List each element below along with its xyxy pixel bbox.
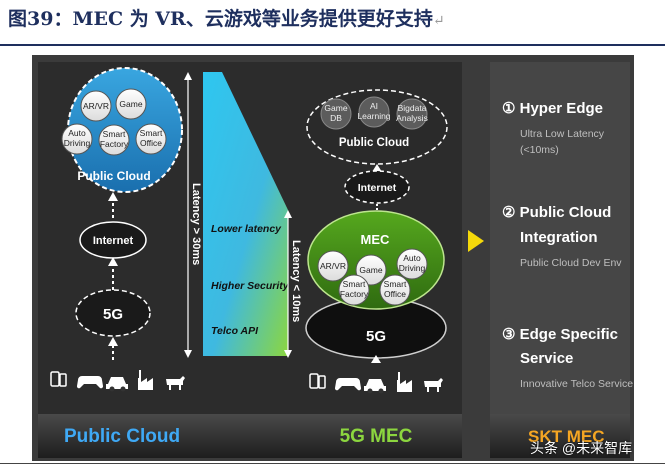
skt-item-1-sub-1: Ultra Low Latency [520, 128, 605, 140]
footer-bar-right [490, 414, 630, 458]
svg-text:Factory: Factory [340, 289, 369, 299]
factory-icon [138, 370, 153, 390]
left-internet-label: Internet [93, 235, 134, 247]
svg-text:Smart: Smart [384, 279, 407, 289]
svg-text:Auto: Auto [403, 253, 421, 263]
middle-internet-label: Internet [358, 182, 397, 194]
left-cloud-label: Public Cloud [77, 169, 150, 183]
left-bubble-game: Game [115, 88, 147, 120]
feature-telco-api: Telco API [211, 325, 259, 337]
middle-latency-label: Latency < 10ms [290, 240, 302, 322]
skt-item-3-sub: Innovative Telco Service [520, 378, 633, 390]
figure-title: 图39：MEC 为 VR、云游戏等业务提供更好支持↵ [8, 8, 445, 30]
svg-text:AR/VR: AR/VR [83, 101, 109, 111]
mec-bubble-ar-vr: AR/VR [317, 250, 349, 282]
svg-text:Game: Game [119, 99, 142, 109]
footer-skt-mec: SKT MEC [528, 427, 605, 446]
cow-icon [166, 376, 185, 390]
left-latency-label: Latency > 30ms [190, 183, 202, 265]
skt-item-1-sub-2: (<10ms) [520, 144, 559, 156]
svg-text:Driving: Driving [64, 138, 91, 148]
svg-text:Smart: Smart [140, 128, 163, 138]
mec-bubble-game: Game [355, 254, 387, 286]
svg-text:AR/VR: AR/VR [320, 261, 346, 271]
left-5g-label: 5G [103, 306, 123, 323]
cow-icon [424, 378, 443, 392]
middle-internet-node [344, 170, 410, 204]
left-5g-node [75, 289, 151, 337]
svg-text:Office: Office [140, 138, 162, 148]
skt-panel-background [490, 62, 630, 414]
transition-arrow-icon [468, 230, 484, 252]
svg-text:Bigdata: Bigdata [398, 103, 427, 113]
return-mark: ↵ [432, 13, 445, 29]
gamepad-icon [334, 378, 362, 391]
factory-icon [397, 372, 412, 392]
middle-5g-label: 5G [366, 328, 386, 345]
phone-icon [50, 371, 67, 387]
latency-wedge [203, 72, 288, 356]
bottom-rule [0, 463, 665, 464]
svg-text:Smart: Smart [343, 279, 366, 289]
skt-item-2-sub: Public Cloud Dev Env [520, 257, 622, 269]
feature-higher-security: Higher Security [211, 280, 290, 292]
svg-text:DB: DB [330, 113, 342, 123]
skt-item-3-title-2: Service [520, 350, 573, 367]
phone-icon [309, 373, 326, 389]
svg-text:Office: Office [384, 289, 406, 299]
footer-bar-left [38, 414, 462, 458]
watermark: 头条 @未来智库 [530, 440, 633, 456]
svg-text:Game: Game [359, 265, 382, 275]
feature-lower-latency: Lower latency [211, 223, 282, 235]
skt-item-3-title: ③ Edge Specific [502, 326, 618, 343]
gamepad-icon [76, 376, 104, 389]
left-device-icons [50, 370, 185, 392]
svg-text:Driving: Driving [399, 263, 426, 273]
svg-text:AI: AI [370, 101, 378, 111]
svg-text:Game: Game [324, 103, 347, 113]
svg-text:Analysis: Analysis [396, 113, 428, 123]
footer-5g-mec: 5G MEC [340, 426, 413, 447]
svg-text:Factory: Factory [100, 139, 129, 149]
skt-item-2-title-2: Integration [520, 229, 598, 246]
car-icon [106, 377, 128, 392]
skt-item-2-title: ② Public Cloud [502, 204, 611, 221]
svg-text:Learning: Learning [357, 111, 390, 121]
footer-public-cloud: Public Cloud [64, 426, 180, 447]
car-icon [364, 379, 386, 394]
left-bubble-ar-vr: AR/VR [80, 90, 112, 122]
middle-cloud-label: Public Cloud [339, 137, 409, 149]
skt-item-1-title: ① Hyper Edge [502, 100, 603, 117]
middle-device-icons [309, 372, 443, 394]
svg-text:Smart: Smart [103, 129, 126, 139]
title-underline [0, 44, 665, 46]
svg-text:Auto: Auto [68, 128, 86, 138]
mec-label: MEC [361, 232, 391, 247]
